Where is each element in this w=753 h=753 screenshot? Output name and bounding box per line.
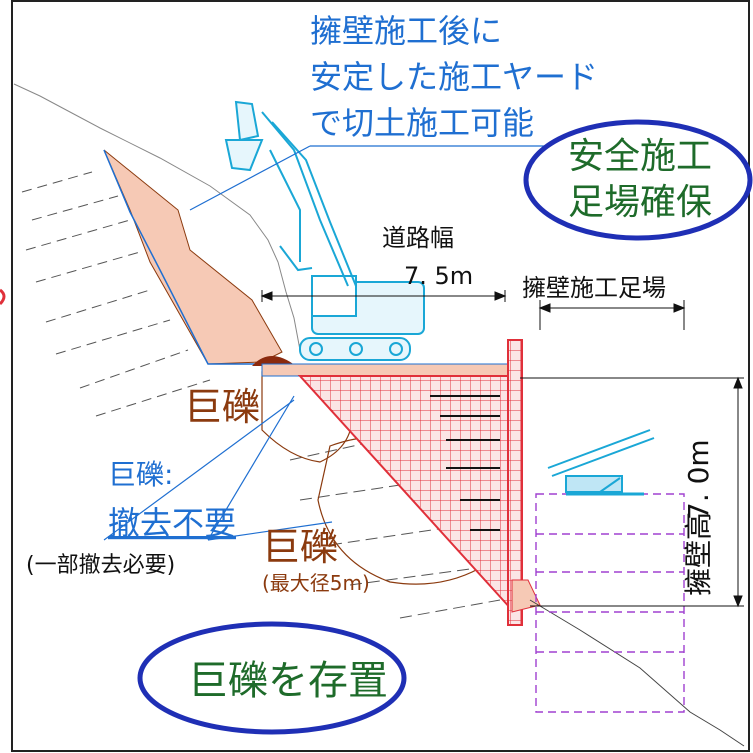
boulder-note-line1: 巨礫: <box>108 458 173 491</box>
scaffold-width-dimension <box>538 300 686 330</box>
boulder-note-leaders <box>103 395 333 541</box>
boulder-label-large: 巨礫 <box>184 385 260 429</box>
safety-line2: 足場確保 <box>568 182 712 223</box>
wall-vertical-face <box>507 339 523 626</box>
road-surface <box>261 363 521 377</box>
ground-anchors <box>430 395 500 531</box>
caption-leader-line <box>189 145 311 211</box>
wall-scaffold <box>535 493 685 713</box>
caption-line1: 擁壁施工後に <box>310 12 502 50</box>
keep-boulder-label: 巨礫を存置 <box>188 658 388 704</box>
road-width-label: 道路幅 <box>382 224 454 252</box>
wall-scaffold-label: 擁壁施工足場 <box>522 274 666 302</box>
boulder-size-note: (最大径5m) <box>262 571 370 595</box>
lower-ground-line <box>529 599 745 747</box>
wall-height-dimension <box>520 376 744 608</box>
boulder-note-line3: (一部撤去必要) <box>26 553 175 578</box>
caption-line2: 安定した施工ヤード <box>310 58 598 96</box>
edge-marker <box>0 288 6 306</box>
road-width-dimension <box>260 290 507 302</box>
wall-footing <box>511 579 541 613</box>
boulder-label-2: 巨礫 <box>262 525 338 569</box>
bedding-dashes-left <box>21 171 211 417</box>
cut-slope-outline <box>103 149 282 365</box>
ellipse-keep-boulder <box>137 621 407 735</box>
wall-height-label: 擁壁高 <box>682 512 715 596</box>
caption-line3: で切土施工可能 <box>310 104 534 142</box>
cut-soil-region <box>103 149 283 365</box>
road-width-value: 7. 5m <box>404 262 473 290</box>
boulder-note-line2: 撤去不要 <box>108 504 236 542</box>
ellipse-safety <box>523 119 753 241</box>
wall-height-value: 7. 0m <box>682 439 715 520</box>
safety-line1: 安全施工 <box>568 136 712 177</box>
drill-rig-icon <box>547 429 655 496</box>
diagram-frame <box>11 0 750 752</box>
